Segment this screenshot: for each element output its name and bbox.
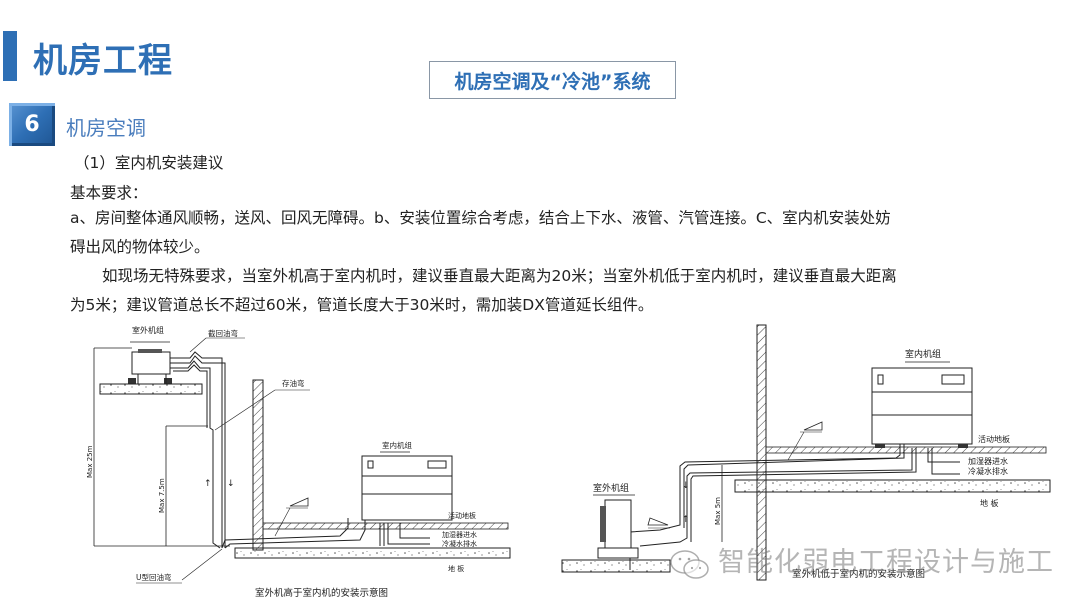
page-title: 机房工程: [33, 41, 173, 81]
svg-text:Max 5m: Max 5m: [714, 497, 722, 525]
svg-text:↓: ↓: [227, 479, 235, 489]
system-title-box: 机房空调及“冷池”系统: [429, 61, 676, 99]
diagram-outdoor-above-indoor: 室外机组 截回油弯 Max 25m Max 7.5m ↑ ↓ 存油弯 室内机组 …: [86, 325, 511, 599]
svg-text:↑: ↑: [682, 515, 690, 525]
svg-text:Max 7.5m: Max 7.5m: [158, 478, 166, 513]
svg-text:↓: ↓: [682, 481, 690, 491]
title-accent-bar: [3, 31, 17, 81]
body-line-1: a、房间整体通风顺畅，送风、回风无障碍。b、安装位置综合考虑，结合上下水、液管、…: [70, 209, 891, 227]
watermark-text: 智能化弱电工程设计与施工: [718, 547, 1054, 578]
body-line-2: 碍出风的物体较少。: [70, 238, 210, 256]
svg-text:加湿器进水: 加湿器进水: [968, 456, 1008, 466]
svg-text:冷凝水排水: 冷凝水排水: [442, 539, 477, 548]
svg-text:室内机组: 室内机组: [382, 440, 412, 450]
svg-text:存油弯: 存油弯: [282, 378, 305, 388]
svg-text:地 板: 地 板: [980, 498, 999, 508]
body-line-4: 为5米；建议管道总长不超过60米，管道长度大于30米时，需加装DX管道延长组件。: [70, 296, 654, 314]
svg-text:U型回油弯: U型回油弯: [136, 572, 172, 582]
section-number-badge: 6: [9, 103, 55, 146]
svg-text:活动地板: 活动地板: [448, 511, 476, 520]
svg-text:地 板: 地 板: [448, 564, 464, 573]
outdoor-unit-label: 室外机组: [132, 325, 164, 335]
svg-text:Max 25m: Max 25m: [86, 445, 94, 478]
diagram-outdoor-below-indoor: 室内机组 活动地板 加湿器进水 冷凝水排水 地 板 Max 5m ↓ ↑ 室外机…: [561, 324, 1051, 581]
section-title: 机房空调: [66, 116, 146, 140]
svg-text:截回油弯: 截回油弯: [208, 328, 238, 338]
svg-text:活动地板: 活动地板: [978, 434, 1010, 444]
subheading: （1）室内机安装建议: [74, 154, 224, 172]
body-line-3: 如现场无特殊要求，当室外机高于室内机时，建议垂直最大距离为20米；当室外机低于室…: [102, 267, 897, 285]
svg-text:室内机组: 室内机组: [905, 348, 941, 360]
caption-left: 室外机高于室内机的安装示意图: [255, 587, 388, 599]
svg-text:室外机组: 室外机组: [593, 482, 629, 494]
svg-text:↑: ↑: [204, 479, 212, 489]
wechat-icon: [670, 550, 709, 579]
requirements-label: 基本要求：: [70, 184, 148, 202]
svg-text:冷凝水排水: 冷凝水排水: [968, 466, 1008, 476]
svg-text:加湿器进水: 加湿器进水: [442, 530, 477, 539]
caption-right: 室外机低于室内机的安装示意图: [792, 568, 925, 580]
